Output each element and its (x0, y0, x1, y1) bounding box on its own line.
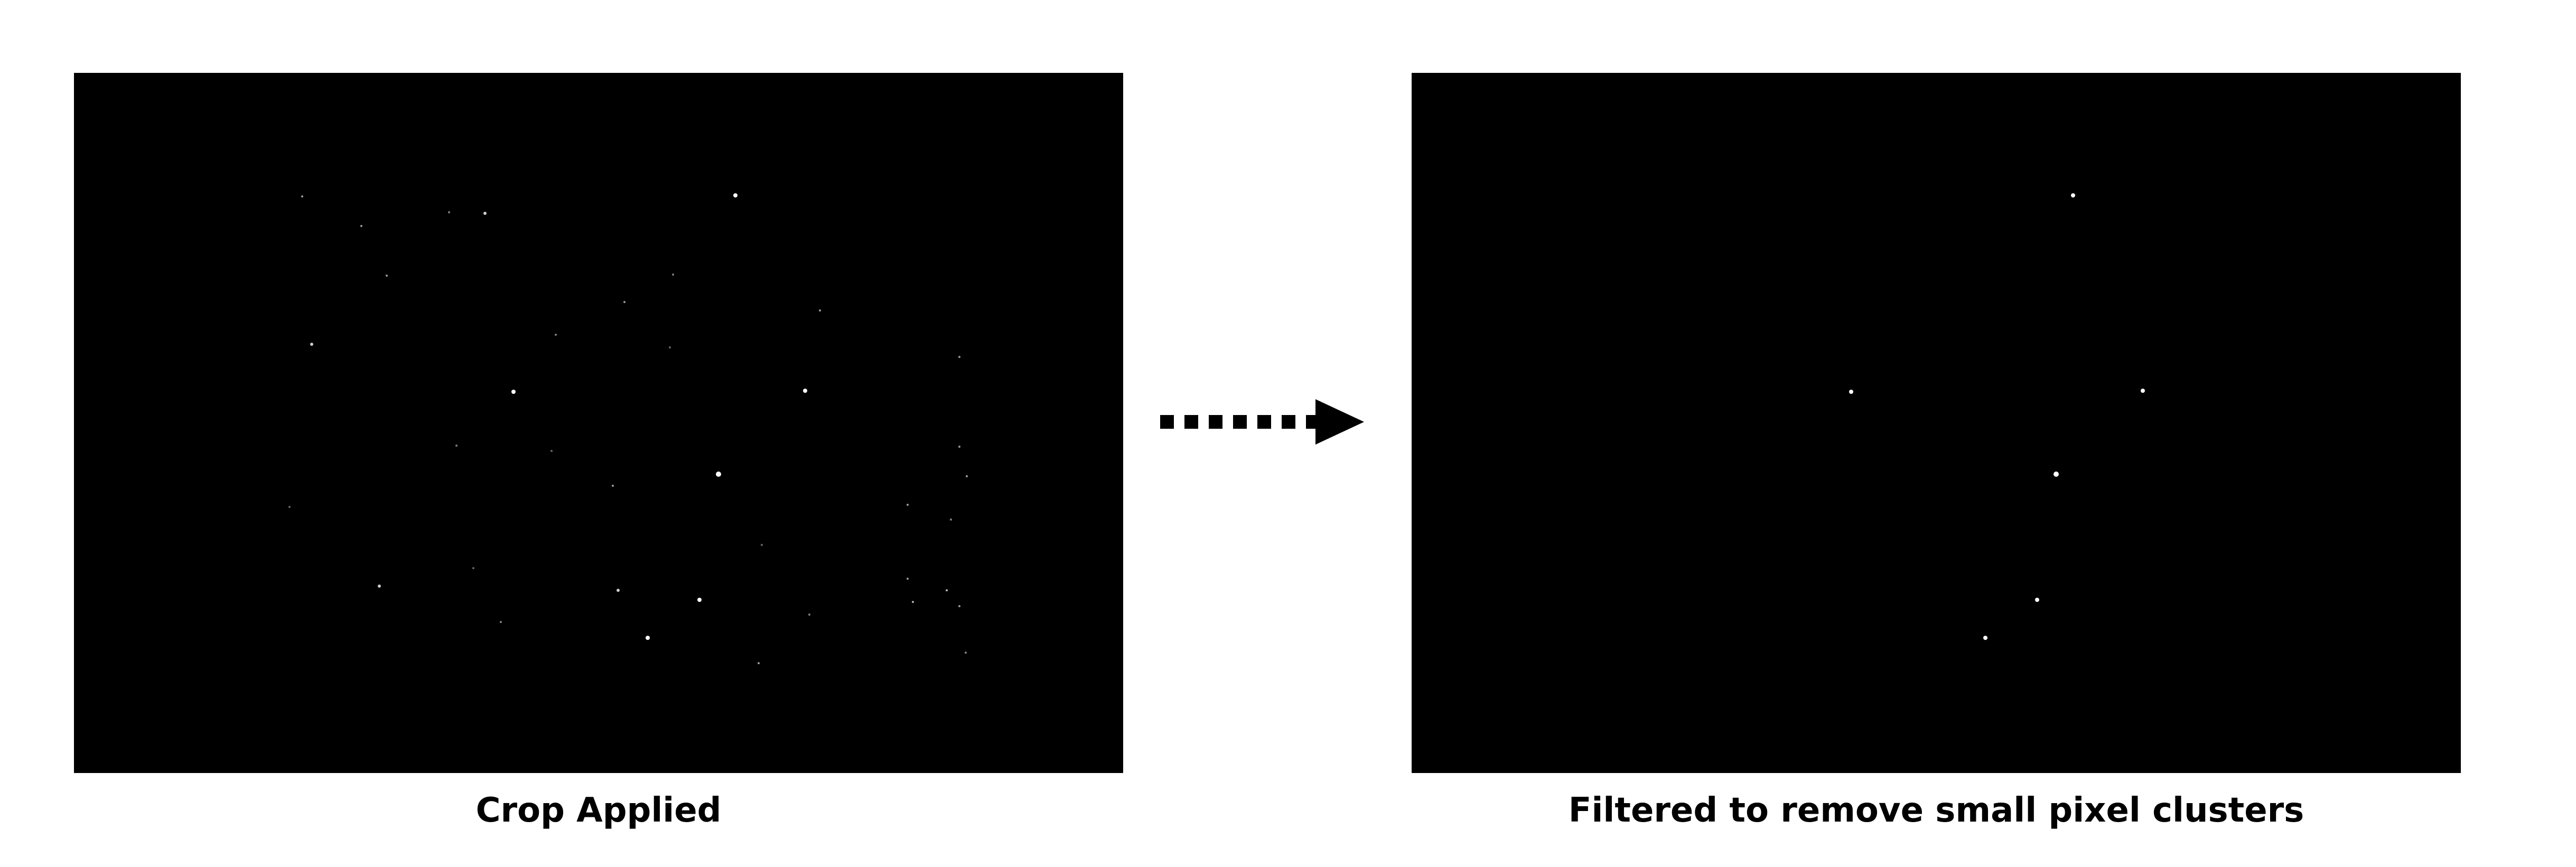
noise-pixel (472, 567, 474, 569)
arrow-dash (1282, 415, 1295, 429)
noise-pixel (500, 621, 502, 623)
pixel-cluster (1849, 390, 1853, 394)
pixel-cluster (2054, 472, 2059, 477)
noise-pixel (612, 485, 614, 487)
noise-pixel (378, 585, 381, 588)
arrow-dash (1233, 415, 1247, 429)
noise-pixel (761, 544, 763, 546)
noise-pixel (758, 662, 760, 664)
filtered-caption: Filtered to remove small pixel clusters (1568, 791, 2304, 830)
crop-applied-caption: Crop Applied (475, 791, 722, 830)
noise-pixel (310, 343, 313, 346)
noise-pixel (617, 589, 620, 592)
noise-pixel (672, 274, 674, 276)
arrow-dash (1160, 415, 1174, 429)
noise-pixel (555, 334, 557, 336)
pixel-cluster (716, 472, 721, 477)
pixel-cluster (646, 636, 650, 640)
noise-pixel (623, 301, 626, 303)
noise-pixel (301, 195, 303, 197)
dotted-right-arrow-icon (1160, 399, 1364, 445)
pixel-cluster (733, 193, 738, 197)
filtered-image-panel (1412, 73, 2461, 773)
noise-pixel (946, 589, 948, 591)
pixel-cluster (511, 390, 516, 394)
cropped-image-pixels (288, 193, 968, 664)
pixel-cluster (2035, 598, 2039, 602)
filtered-image-pixels (1849, 193, 2145, 640)
noise-pixel (448, 211, 450, 213)
noise-pixel (966, 475, 968, 477)
noise-pixel (907, 504, 909, 506)
noise-pixel (819, 309, 821, 312)
noise-pixel (907, 578, 909, 580)
noise-pixel (808, 614, 810, 616)
noise-pixel (958, 446, 960, 448)
noise-pixel (550, 450, 553, 452)
arrow-dash (1257, 415, 1271, 429)
noise-pixel (958, 605, 960, 607)
noise-pixel (912, 601, 914, 603)
noise-pixel (386, 275, 388, 277)
pixel-cluster (697, 598, 702, 602)
noise-pixel (360, 225, 362, 227)
noise-pixel (288, 506, 291, 508)
pixel-cluster (2141, 389, 2145, 393)
arrow-dash (1209, 415, 1222, 429)
arrow-head (1315, 399, 1364, 445)
pixel-cluster (2071, 193, 2075, 197)
noise-pixel (965, 652, 967, 654)
cropped-image-panel (74, 73, 1123, 773)
noise-pixel (950, 519, 952, 521)
pixel-cluster (803, 389, 807, 393)
noise-pixel (958, 356, 960, 358)
arrow-dash (1184, 415, 1198, 429)
noise-pixel (669, 346, 671, 348)
noise-pixel (483, 212, 487, 215)
noise-pixel (455, 445, 458, 447)
pixel-cluster (1983, 636, 1987, 640)
arrow-dash (1306, 415, 1315, 429)
